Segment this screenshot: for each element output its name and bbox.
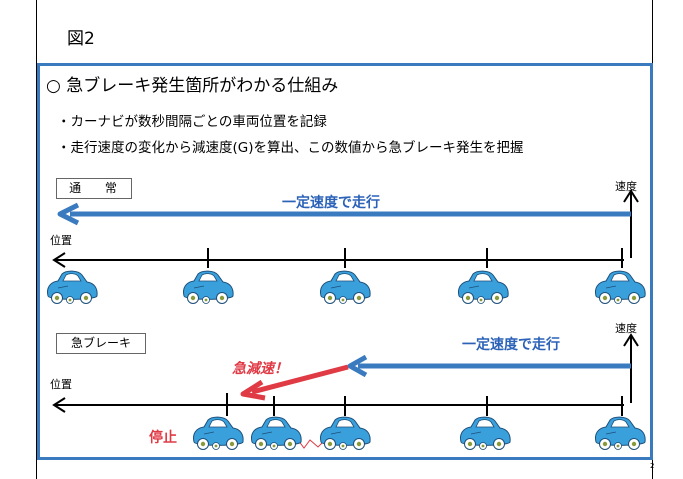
position-label-normal: 位置 [50, 234, 72, 247]
car-normal-2 [182, 270, 234, 304]
cruise-label-normal: 一定速度で走行 [282, 195, 380, 211]
car-brake-1 [192, 416, 244, 450]
speed-axis-brake [623, 333, 639, 403]
car-normal-1 [46, 270, 98, 304]
stop-label: 停止 [149, 430, 177, 446]
speed-axis-normal [623, 189, 639, 258]
bullet-2: ・走行速度の変化から減速度(G)を算出、この数値から急ブレーキ発生を把握 [57, 140, 524, 156]
car-normal-4 [457, 270, 509, 304]
decel-label: 急減速！ [232, 361, 288, 377]
bullet-1: ・カーナビが数秒間隔ごとの車両位置を記録 [57, 114, 327, 130]
panel-heading: ○ 急ブレーキ発生箇所がわかる仕組み [46, 76, 339, 96]
cruise-arrow-normal [57, 202, 631, 226]
decel-arrow [240, 364, 349, 401]
car-brake-4 [459, 416, 511, 450]
car-normal-5 [594, 270, 646, 304]
position-axis-normal [52, 248, 624, 268]
figure-label: 図2 [67, 29, 95, 49]
position-label-brake: 位置 [50, 378, 72, 391]
car-brake-3 [319, 416, 371, 450]
tag-normal: 通 常 [56, 178, 132, 199]
cruise-arrow-brake [347, 354, 631, 378]
cruise-label-brake: 一定速度で走行 [462, 337, 560, 353]
tag-brake: 急ブレーキ [56, 333, 146, 354]
speed-label-brake: 速度 [615, 322, 637, 335]
car-brake-5 [594, 416, 646, 450]
position-axis-brake [52, 393, 624, 416]
speed-label-normal: 速度 [615, 180, 637, 193]
car-normal-3 [319, 270, 371, 304]
car-brake-2 [250, 416, 302, 450]
diagram-panel [37, 63, 653, 460]
page-border-left [36, 0, 37, 479]
page-number: 2 [650, 462, 655, 470]
